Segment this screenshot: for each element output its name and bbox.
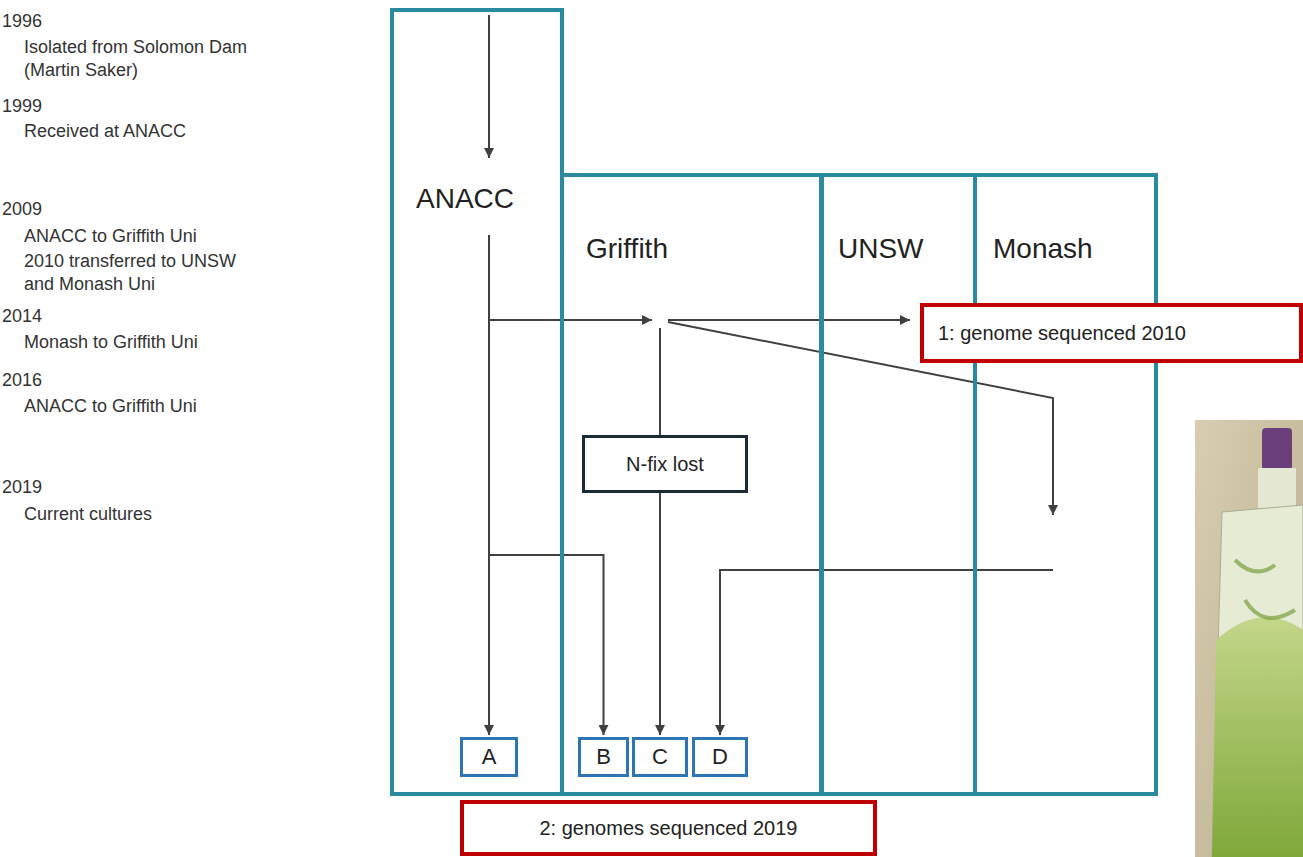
photo-background bbox=[1195, 420, 1303, 857]
year-label: 1996 bbox=[2, 10, 42, 33]
column-title: ANACC bbox=[416, 183, 514, 215]
culture-box: D bbox=[692, 737, 748, 777]
lab-column: GriffithN-fix lostB C D bbox=[560, 173, 823, 796]
culture-box: B bbox=[578, 737, 629, 777]
event-label: ANACC to Griffith Uni bbox=[24, 225, 197, 248]
collection-column: ANACC A bbox=[390, 8, 564, 796]
year-label: 2016 bbox=[2, 369, 42, 392]
sequencing-callout: 2: genomes sequenced 2019 bbox=[460, 800, 877, 856]
box-text: N-fix lost bbox=[626, 452, 704, 476]
box-text: B bbox=[596, 744, 611, 770]
box-text: C bbox=[652, 744, 668, 770]
flask-culture-streaks bbox=[1235, 560, 1295, 618]
box-text: 2: genomes sequenced 2019 bbox=[540, 816, 798, 840]
flask-body bbox=[1212, 505, 1303, 857]
lab-column: Monash bbox=[973, 173, 1158, 796]
event-label: 2010 transferred to UNSW and Monash Uni bbox=[24, 250, 260, 296]
transfer-arrow bbox=[488, 235, 490, 735]
culture-box: A bbox=[460, 737, 518, 777]
year-label: 2014 bbox=[2, 305, 42, 328]
box-text: A bbox=[482, 744, 497, 770]
year-label: 1999 bbox=[2, 95, 42, 118]
year-label: 2009 bbox=[2, 198, 42, 221]
sequencing-callout: 1: genome sequenced 2010 bbox=[920, 303, 1303, 363]
event-label: Monash to Griffith Uni bbox=[24, 331, 198, 354]
lab-column: UNSW bbox=[820, 173, 977, 796]
flask-cap bbox=[1262, 428, 1292, 470]
culture-box: C bbox=[632, 737, 688, 777]
event-box: N-fix lost bbox=[582, 435, 748, 493]
transfer-arrow bbox=[659, 493, 661, 735]
event-label: Current cultures bbox=[24, 503, 152, 526]
transfer-arrow bbox=[489, 319, 652, 321]
flask-culture bbox=[1212, 617, 1303, 857]
intake-arrow bbox=[488, 15, 490, 158]
transfer-arrow bbox=[668, 319, 910, 321]
column-title: Monash bbox=[993, 233, 1093, 265]
transfer-arrow bbox=[659, 328, 661, 435]
event-label: ANACC to Griffith Uni bbox=[24, 395, 197, 418]
box-text: 1: genome sequenced 2010 bbox=[938, 321, 1186, 345]
box-text: D bbox=[712, 744, 728, 770]
column-title: UNSW bbox=[838, 233, 924, 265]
transfer-arrow bbox=[489, 555, 604, 735]
event-label: Isolated from Solomon Dam (Martin Saker) bbox=[24, 36, 260, 82]
transfer-arrow bbox=[720, 570, 1053, 735]
column-title: Griffith bbox=[586, 233, 668, 265]
year-label: 2019 bbox=[2, 476, 42, 499]
flask-neck bbox=[1258, 468, 1296, 508]
event-label: Received at ANACC bbox=[24, 120, 186, 143]
